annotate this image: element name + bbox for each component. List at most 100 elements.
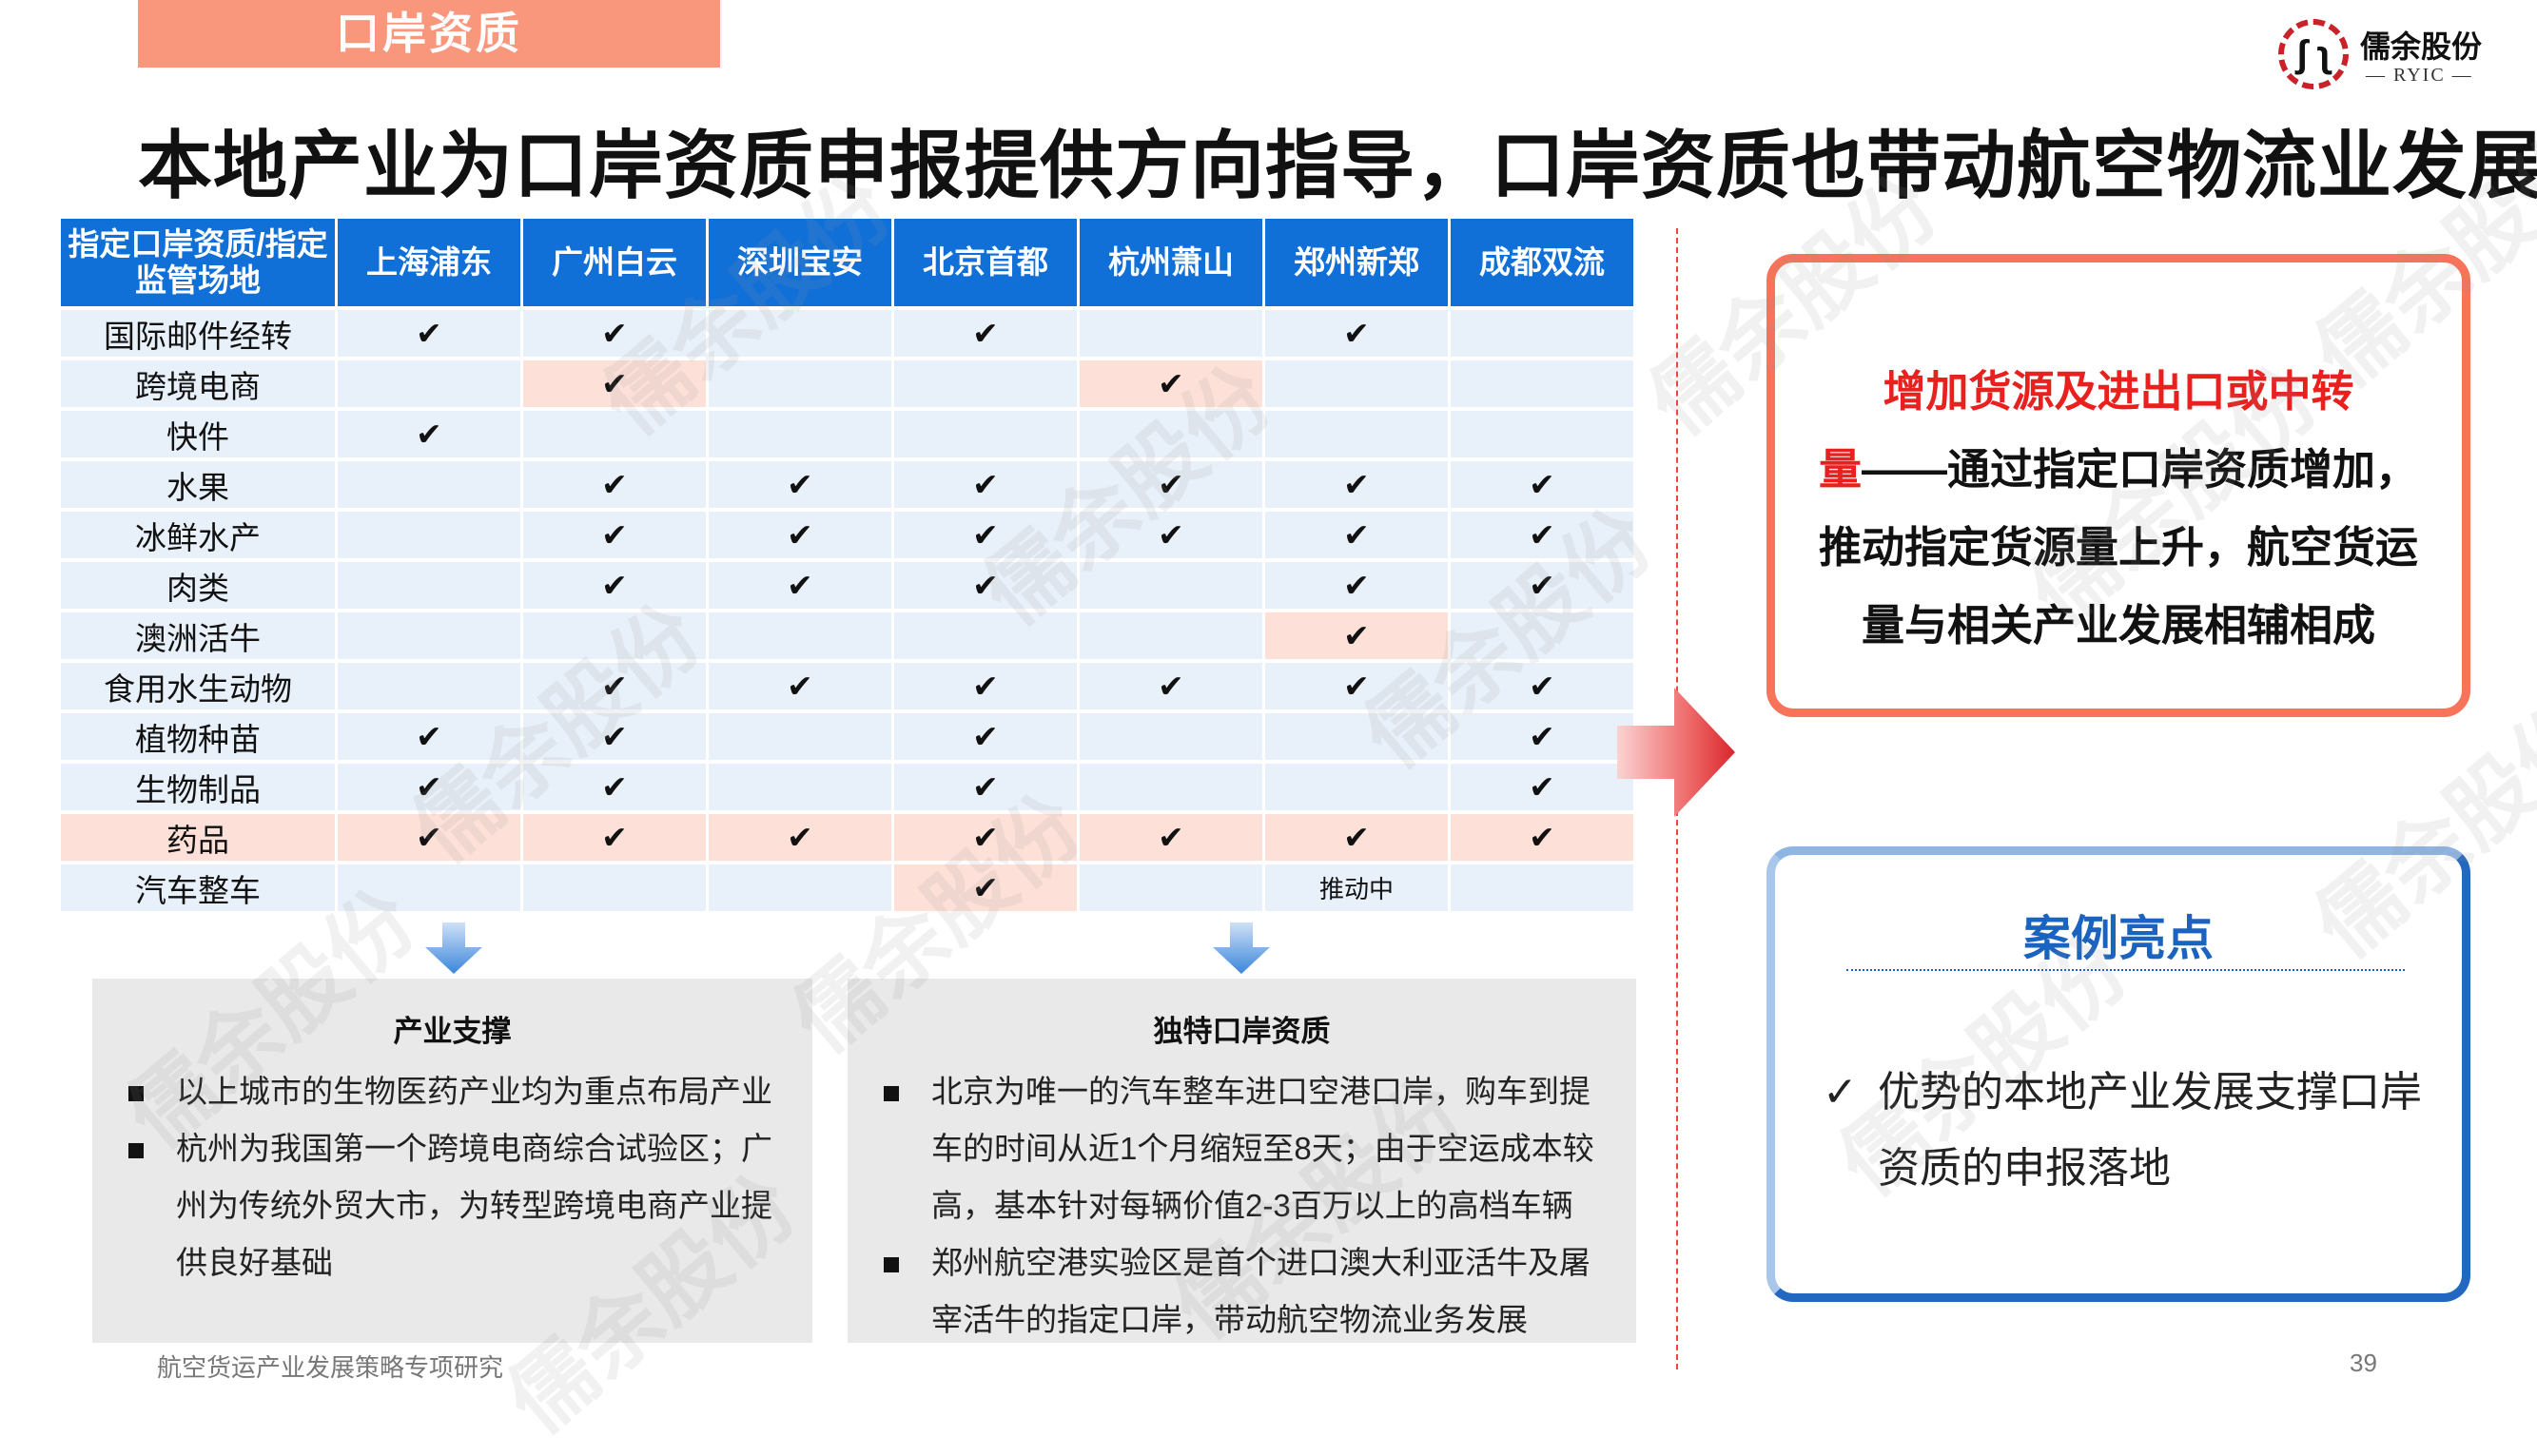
table-row: 食用水生动物✔✔✔✔✔✔: [61, 663, 1633, 709]
table-cell: [1451, 411, 1633, 457]
table-cell: [338, 612, 520, 659]
row-label: 生物制品: [61, 764, 335, 810]
table-cell: [1265, 360, 1448, 407]
row-label: 快件: [61, 411, 335, 457]
check-cell: ✔: [1265, 663, 1448, 709]
table-row: 肉类✔✔✔✔✔: [61, 562, 1633, 609]
check-cell: ✔: [1451, 512, 1633, 558]
table-cell: [1451, 310, 1633, 357]
header-city: 北京首都: [894, 219, 1077, 306]
logo-emblem-icon: ʃ ʅ: [2278, 19, 2349, 89]
check-cell: ✔: [709, 663, 891, 709]
check-cell: ✔: [1080, 461, 1262, 508]
table-cell: [338, 864, 520, 911]
table-cell: [1451, 612, 1633, 659]
header-city: 广州白云: [523, 219, 706, 306]
table-cell: [709, 612, 891, 659]
check-cell: ✔: [338, 310, 520, 357]
table-cell: [709, 764, 891, 810]
check-cell: ✔: [1265, 461, 1448, 508]
table-cell: [338, 663, 520, 709]
table-row: 生物制品✔✔✔✔: [61, 764, 1633, 810]
section-tag: 口岸资质: [138, 0, 720, 68]
port-qualification-table: 指定口岸资质/指定监管场地上海浦东广州白云深圳宝安北京首都杭州萧山郑州新郑成都双…: [58, 215, 1636, 915]
table-cell: [709, 713, 891, 760]
row-label: 冰鲜水产: [61, 512, 335, 558]
logo-name: 儒余股份: [2360, 29, 2483, 65]
down-arrow-icon: [1213, 922, 1270, 974]
table-cell: [1080, 310, 1262, 357]
check-cell: ✔: [709, 562, 891, 609]
right-arrow-icon: [1617, 688, 1735, 817]
table-cell: [709, 411, 891, 457]
header-city: 成都双流: [1451, 219, 1633, 306]
check-cell: ✔: [338, 713, 520, 760]
table-row: 水果✔✔✔✔✔✔: [61, 461, 1633, 508]
bullet-item: 北京为唯一的汽车整车进口空港口岸，购车到提车的时间从近1个月缩短至8天；由于空运…: [876, 1063, 1608, 1234]
row-label: 跨境电商: [61, 360, 335, 407]
header-city: 上海浦东: [338, 219, 520, 306]
check-cell: ✔: [1080, 512, 1262, 558]
check-cell: ✔: [894, 814, 1077, 861]
footer-text: 航空货运产业发展策略专项研究: [157, 1353, 504, 1382]
table-cell: 推动中: [1265, 864, 1448, 911]
table-cell: [1080, 713, 1262, 760]
check-cell: ✔: [1451, 663, 1633, 709]
table-cell: [338, 562, 520, 609]
row-label: 水果: [61, 461, 335, 508]
row-label: 肉类: [61, 562, 335, 609]
check-cell: ✔: [1265, 562, 1448, 609]
check-cell: ✔: [894, 713, 1077, 760]
check-cell: ✔: [1451, 562, 1633, 609]
table-row: 汽车整车✔推动中: [61, 864, 1633, 911]
check-icon: ✓: [1823, 1069, 1858, 1116]
check-cell: ✔: [338, 814, 520, 861]
check-cell: ✔: [523, 663, 706, 709]
industry-support-box: 产业支撑 以上城市的生物医药产业均为重点布局产业 杭州为我国第一个跨境电商综合试…: [92, 979, 812, 1343]
header-qualification: 指定口岸资质/指定监管场地: [61, 219, 335, 306]
header-city: 郑州新郑: [1265, 219, 1448, 306]
row-label: 澳洲活牛: [61, 612, 335, 659]
bullet-item: 郑州航空港实验区是首个进口澳大利亚活牛及屠宰活牛的指定口岸，带动航空物流业务发展: [876, 1234, 1608, 1349]
table-cell: [338, 360, 520, 407]
check-cell: ✔: [1080, 814, 1262, 861]
check-cell: ✔: [1265, 612, 1448, 659]
case-highlight-box: 案例亮点 ✓优势的本地产业发展支撑口岸资质的申报落地: [1766, 846, 2470, 1302]
table-cell: [709, 310, 891, 357]
table-cell: [894, 612, 1077, 659]
check-cell: ✔: [523, 310, 706, 357]
check-cell: ✔: [1451, 764, 1633, 810]
table-cell: [523, 411, 706, 457]
check-cell: ✔: [523, 562, 706, 609]
conclusion-box: 增加货源及进出口或中转量——通过指定口岸资质增加，推动指定货源量上升，航空货运量…: [1766, 254, 2470, 717]
check-cell: ✔: [709, 461, 891, 508]
case-item: ✓优势的本地产业发展支撑口岸资质的申报落地: [1823, 1055, 2424, 1207]
check-cell: ✔: [1451, 814, 1633, 861]
table-row: 国际邮件经转✔✔✔✔: [61, 310, 1633, 357]
check-cell: ✔: [1265, 310, 1448, 357]
check-cell: ✔: [523, 713, 706, 760]
table-cell: [523, 864, 706, 911]
table-cell: [709, 864, 891, 911]
check-cell: ✔: [894, 461, 1077, 508]
table-cell: [1451, 360, 1633, 407]
bullet-item: 杭州为我国第一个跨境电商综合试验区；广州为传统外贸大市，为转型跨境电商产业提供良…: [121, 1120, 784, 1291]
table-cell: [1080, 411, 1262, 457]
check-cell: ✔: [523, 814, 706, 861]
row-label: 植物种苗: [61, 713, 335, 760]
divider: [1846, 969, 2405, 971]
case-title: 案例亮点: [2023, 912, 2214, 965]
table-cell: [894, 411, 1077, 457]
check-cell: ✔: [894, 310, 1077, 357]
row-label: 国际邮件经转: [61, 310, 335, 357]
table-row: 冰鲜水产✔✔✔✔✔✔: [61, 512, 1633, 558]
table-cell: [1080, 764, 1262, 810]
check-cell: ✔: [1080, 663, 1262, 709]
table-cell: [523, 612, 706, 659]
industry-support-title: 产业支撑: [393, 1015, 512, 1048]
table-row: 跨境电商✔✔: [61, 360, 1633, 407]
check-cell: ✔: [709, 814, 891, 861]
down-arrow-icon: [425, 922, 482, 974]
logo-subtitle: — RYIC —: [2366, 65, 2473, 86]
table-cell: [1265, 764, 1448, 810]
